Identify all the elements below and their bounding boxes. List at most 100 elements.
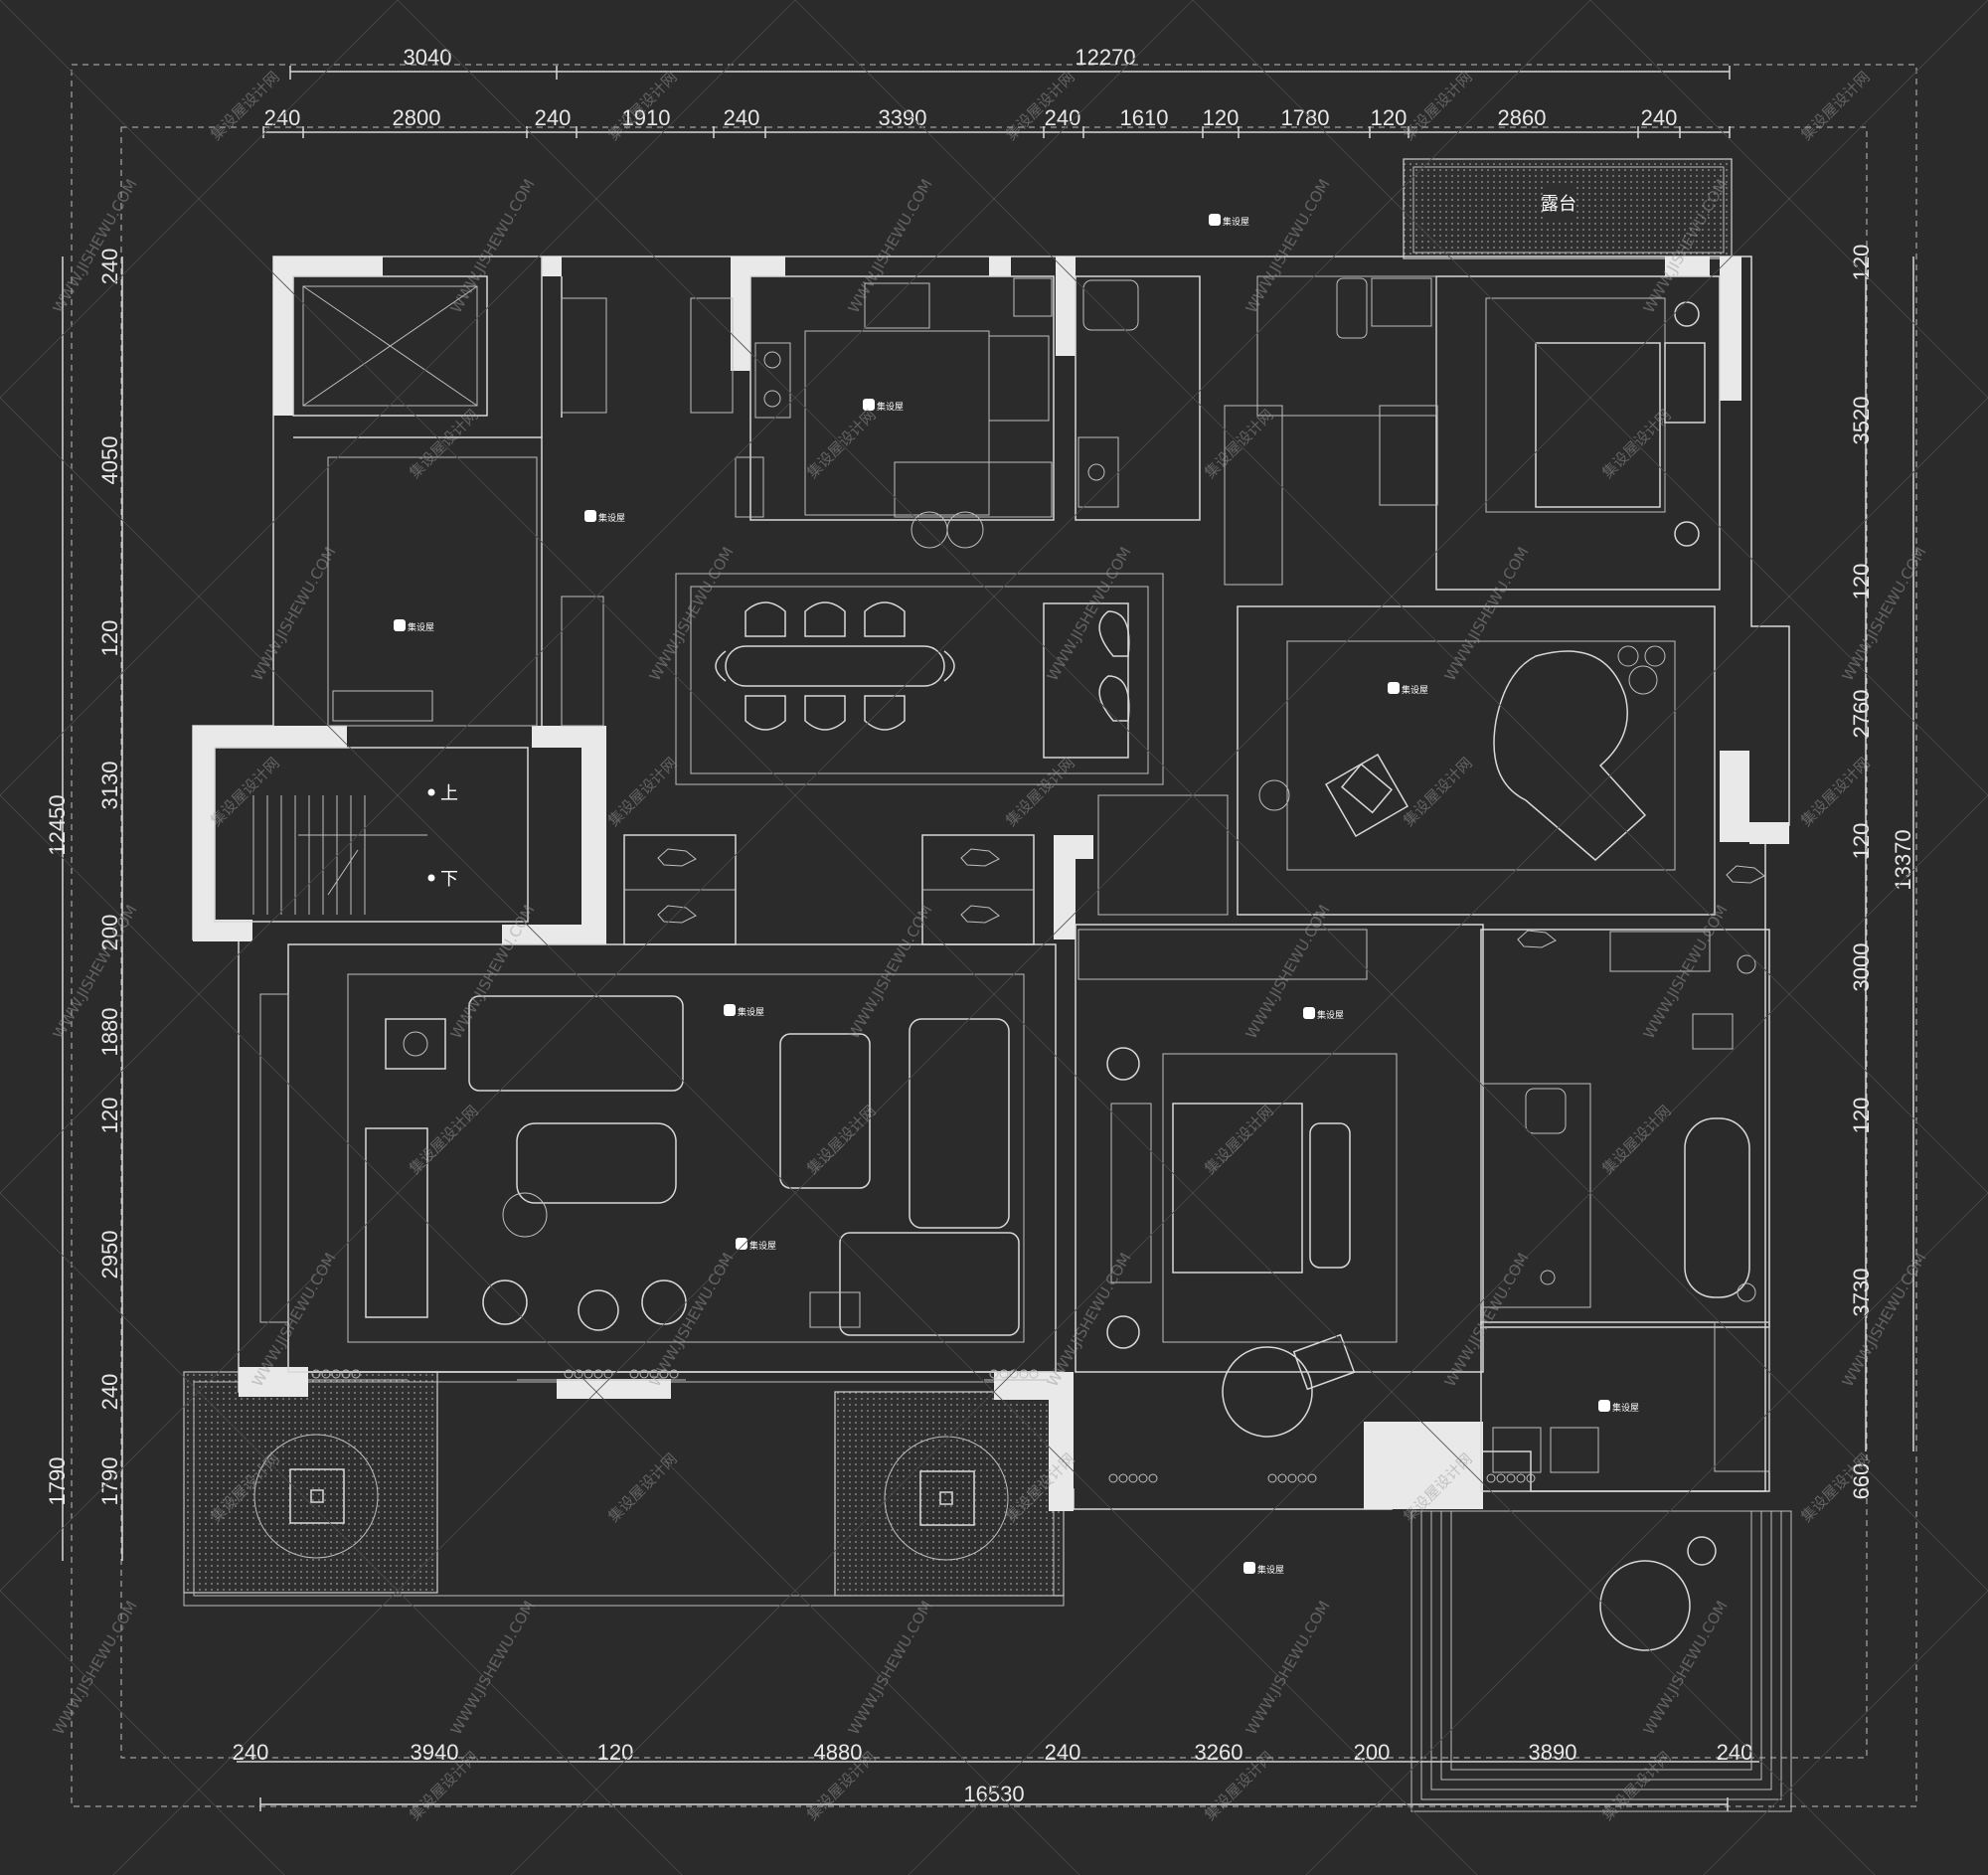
dining-rug — [675, 573, 1164, 785]
dining-chair — [864, 601, 906, 637]
dim-left-8: 2950 — [97, 1231, 122, 1279]
dimension-annotations: 3040 12270 240 2800 240 1910 240 3390 24… — [45, 45, 1915, 1811]
dining-chair — [715, 650, 727, 682]
dim-right-5: 120 — [1849, 823, 1874, 860]
svg-text:集设屋: 集设屋 — [1223, 216, 1249, 228]
dim-bottom-9: 240 — [1717, 1740, 1753, 1765]
staircase — [214, 747, 529, 923]
dining-chair — [864, 695, 906, 731]
bottom-right-deck — [1410, 1510, 1792, 1812]
decor-stone — [657, 905, 697, 924]
bed-2 — [1172, 1103, 1303, 1274]
dim-bottom-6: 3260 — [1195, 1740, 1243, 1765]
sofa-right — [909, 1018, 1010, 1229]
dim-top-12: 2860 — [1498, 105, 1547, 130]
terrace-label: 露台 — [1541, 194, 1576, 215]
dim-left-overall: 12450 — [45, 794, 70, 855]
svg-text:集设屋: 集设屋 — [598, 512, 625, 524]
decor-stone — [960, 905, 1000, 924]
dim-right-4: 2760 — [1849, 690, 1874, 739]
decor-stone — [1726, 865, 1765, 884]
outer-frame — [71, 64, 1917, 1807]
interior-partitions: 上 下 — [214, 256, 1770, 1492]
svg-text:集设屋: 集设屋 — [1317, 1009, 1344, 1021]
chaise — [516, 1122, 677, 1204]
dim-top-11: 120 — [1371, 105, 1408, 130]
bathtub — [1684, 1117, 1750, 1298]
stair-up-label: 上 — [440, 783, 458, 804]
dim-top-2: 2800 — [393, 105, 441, 130]
dim-left-2: 4050 — [97, 436, 122, 485]
dining-chair — [745, 695, 786, 731]
dining-chair — [943, 650, 955, 682]
dim-right-9: 660 — [1849, 1463, 1874, 1500]
dim-top-9: 120 — [1203, 105, 1240, 130]
decor-stone — [960, 848, 1000, 867]
dim-top-6: 3390 — [879, 105, 927, 130]
dim-left-1: 240 — [97, 249, 122, 285]
dim-left-3: 120 — [97, 620, 122, 657]
dining-chair — [804, 695, 846, 731]
dim-right-3: 120 — [1849, 564, 1874, 600]
master-bedroom — [1435, 275, 1721, 591]
dim-right-7: 120 — [1849, 1098, 1874, 1134]
dim-left-7: 120 — [97, 1098, 122, 1134]
dim-left-5: 200 — [97, 915, 122, 951]
dim-bottom-8: 3890 — [1529, 1740, 1577, 1765]
dim-bottom-3: 120 — [597, 1740, 634, 1765]
dim-bottom-1: 240 — [233, 1740, 269, 1765]
dim-top-8: 1610 — [1120, 105, 1169, 130]
dim-right-6: 3000 — [1849, 943, 1874, 992]
svg-text:集设屋: 集设屋 — [738, 1006, 764, 1018]
dining-table — [725, 645, 945, 687]
side-table — [1043, 602, 1129, 759]
dim-top-overall-1: 3040 — [404, 45, 452, 70]
sofa-top — [468, 995, 684, 1092]
decor-stone — [657, 848, 697, 867]
dim-top-1: 240 — [264, 105, 301, 130]
dim-bottom-overall: 16530 — [963, 1782, 1024, 1806]
dim-left-4: 3130 — [97, 762, 122, 810]
dim-right-8: 3730 — [1849, 1269, 1874, 1317]
dim-bottom-5: 240 — [1045, 1740, 1081, 1765]
dim-top-5: 240 — [724, 105, 760, 130]
dim-left-9: 240 — [97, 1374, 122, 1411]
dim-top-overall-2: 12270 — [1075, 45, 1135, 70]
kitchen — [749, 275, 1055, 521]
svg-text:集设屋: 集设屋 — [877, 401, 904, 413]
dim-left-6: 1880 — [97, 1008, 122, 1057]
dim-bottom-2: 3940 — [411, 1740, 459, 1765]
dim-top-10: 1780 — [1281, 105, 1330, 130]
bottom-left-planter — [183, 1371, 438, 1594]
walls — [192, 256, 1790, 1511]
terraces: 露台 — [183, 158, 1792, 1812]
living-rug — [347, 973, 1025, 1343]
dining-chair — [745, 601, 786, 637]
dim-left-extra: 1790 — [45, 1457, 70, 1506]
armchair-right — [779, 1033, 871, 1189]
bed-top-right — [1535, 342, 1661, 508]
bottom-mid-planter — [834, 1391, 1065, 1597]
dim-top-13: 240 — [1641, 105, 1678, 130]
dim-bottom-7: 200 — [1354, 1740, 1391, 1765]
svg-text:集设屋: 集设屋 — [749, 1240, 776, 1252]
piano-room — [1237, 605, 1716, 916]
svg-text:集设屋: 集设屋 — [1612, 1402, 1639, 1414]
dim-top-3: 240 — [535, 105, 572, 130]
elevator-shaft — [292, 275, 488, 417]
dim-right-2: 3520 — [1849, 397, 1874, 445]
svg-text:集设屋: 集设屋 — [408, 621, 434, 633]
dining-chair — [804, 601, 846, 637]
grand-piano — [1493, 650, 1647, 861]
stair-down-label: 下 — [440, 869, 458, 890]
dim-bottom-4: 4880 — [814, 1740, 863, 1765]
svg-text:集设屋: 集设屋 — [1257, 1564, 1284, 1576]
inner-frame — [120, 126, 1868, 1759]
dim-top-4: 1910 — [622, 105, 671, 130]
decor-stone — [1517, 930, 1557, 948]
dim-right-overall: 13370 — [1891, 829, 1915, 890]
bedroom-2 — [1075, 924, 1484, 1373]
svg-text:集设屋: 集设屋 — [1402, 684, 1428, 696]
